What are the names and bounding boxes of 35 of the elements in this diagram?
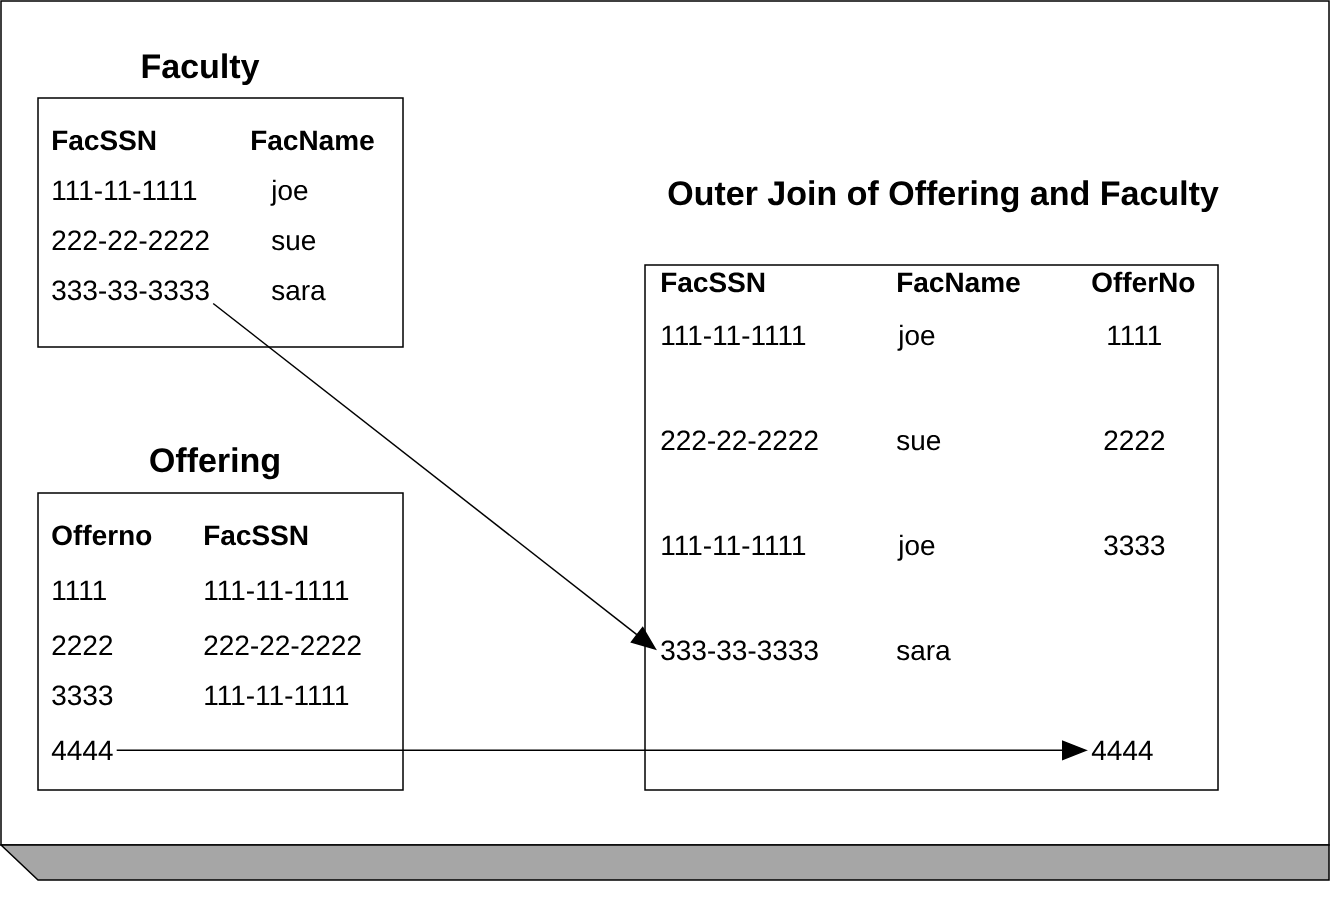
table-cell: 111-11-1111 xyxy=(205,685,349,705)
table-cell: 111-11-1111 xyxy=(205,580,349,600)
table-cell: 222-22-2222 xyxy=(52,230,209,250)
column-header: Offerno xyxy=(52,524,152,546)
table-cell: 111-11-1111 xyxy=(53,180,197,200)
table-cell: 1111 xyxy=(53,580,106,600)
table-cell: 4444 xyxy=(1091,740,1153,760)
table-cell: 3333 xyxy=(52,685,113,706)
node-label: Offering xyxy=(150,447,279,480)
table-cell: 1111 xyxy=(1108,325,1161,345)
table-cell: 4444 xyxy=(51,740,113,760)
column-header: FacSSN xyxy=(53,130,156,151)
table-cell: sue xyxy=(897,434,941,451)
node-label: Faculty xyxy=(142,53,260,86)
table-cell: 222-22-2222 xyxy=(204,635,361,655)
table-cell: 111-11-1111 xyxy=(662,325,806,345)
table-cell: 3333 xyxy=(1104,535,1165,556)
table-cell: 2222 xyxy=(1104,430,1165,450)
table-cell: joe xyxy=(270,179,308,206)
table-cell: joe xyxy=(897,534,935,561)
table-cell: 333-33-3333 xyxy=(661,640,818,661)
table-cell: sara xyxy=(272,284,326,301)
column-header: FacName xyxy=(252,130,374,151)
table-cell: 111-11-1111 xyxy=(662,535,806,555)
column-header: FacName xyxy=(898,272,1020,293)
table-cell: sara xyxy=(897,644,951,661)
node-label: Outer Join of Offering and Faculty xyxy=(668,180,1219,213)
column-header: FacSSN xyxy=(662,272,765,293)
table-cell: sue xyxy=(272,234,316,251)
column-header: OfferNo xyxy=(1092,271,1195,293)
table-cell: joe xyxy=(897,324,935,351)
table-cell: 222-22-2222 xyxy=(661,430,818,450)
column-header: FacSSN xyxy=(205,525,308,546)
table-cell: 2222 xyxy=(52,635,113,655)
table-cell: 333-33-3333 xyxy=(52,280,209,301)
